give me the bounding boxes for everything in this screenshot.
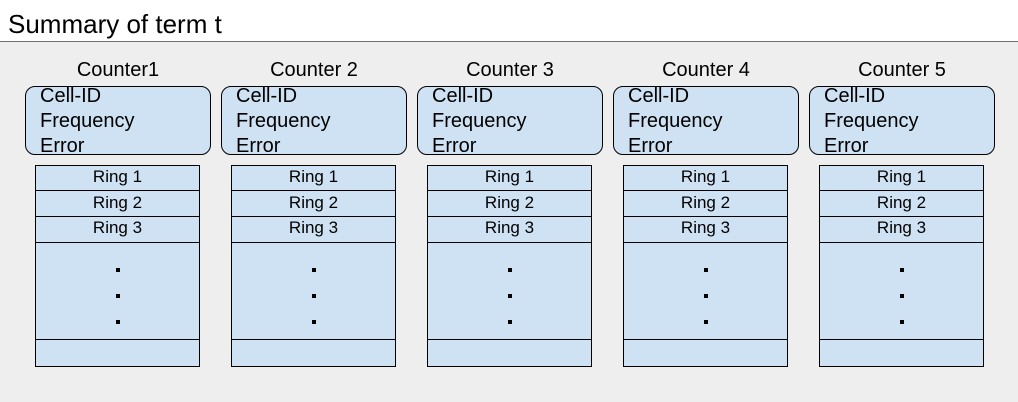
frequency-label: Frequency	[824, 110, 919, 132]
ring-row-3: Ring 3	[876, 218, 927, 237]
row-divider	[820, 190, 983, 191]
ellipsis-dot	[312, 268, 316, 272]
error-label: Error	[628, 135, 673, 157]
ring-row-1: Ring 1	[680, 167, 731, 186]
counter-label: Counter 2	[270, 59, 358, 81]
counter-info-box: Cell-ID Frequency Error	[25, 85, 211, 157]
row-divider	[624, 242, 787, 243]
frequency-label: Frequency	[236, 110, 331, 132]
counter-info-box: Cell-ID Frequency Error	[221, 85, 407, 157]
counter-1: Counter1 Cell-ID Frequency Error Ring 1 …	[25, 42, 211, 402]
frequency-label: Frequency	[40, 110, 135, 132]
ring-row-3: Ring 3	[680, 218, 731, 237]
row-divider	[232, 339, 395, 340]
cell-id-label: Cell-ID	[236, 85, 298, 107]
counter-label: Counter 3	[466, 59, 554, 81]
ring-row-1: Ring 1	[876, 167, 927, 186]
counter-info-box: Cell-ID Frequency Error	[417, 85, 603, 157]
ellipsis-dot	[900, 294, 904, 298]
counter-4: Counter 4 Cell-ID Frequency Error Ring 1…	[613, 42, 799, 402]
title-bar: Summary of term t	[0, 0, 1018, 42]
ring-table: Ring 1 Ring 2 Ring 3	[819, 165, 984, 367]
cell-id-label: Cell-ID	[824, 85, 886, 107]
counter-label: Counter 4	[662, 59, 750, 81]
error-label: Error	[236, 135, 281, 157]
counter-5: Counter 5 Cell-ID Frequency Error Ring 1…	[809, 42, 995, 402]
ellipsis-dot	[116, 268, 120, 272]
ellipsis-dot	[116, 320, 120, 324]
ring-row-2: Ring 2	[288, 193, 339, 212]
diagram-panel: Counter1 Cell-ID Frequency Error Ring 1 …	[0, 42, 1018, 402]
row-divider	[36, 242, 199, 243]
ring-row-2: Ring 2	[876, 193, 927, 212]
counter-label: Counter1	[76, 59, 160, 81]
counter-label: Counter 5	[858, 59, 946, 81]
row-divider	[820, 216, 983, 217]
ellipsis-dot	[116, 294, 120, 298]
row-divider	[428, 242, 591, 243]
frequency-label: Frequency	[628, 110, 723, 132]
ellipsis-dot	[508, 268, 512, 272]
cell-id-label: Cell-ID	[628, 85, 690, 107]
error-label: Error	[40, 135, 85, 157]
ring-row-3: Ring 3	[484, 218, 535, 237]
ellipsis-dot	[312, 320, 316, 324]
cell-id-label: Cell-ID	[40, 85, 102, 107]
row-divider	[232, 216, 395, 217]
ring-row-1: Ring 1	[288, 167, 339, 186]
ellipsis-dot	[508, 320, 512, 324]
row-divider	[428, 216, 591, 217]
frequency-label: Frequency	[432, 110, 527, 132]
ring-row-1: Ring 1	[92, 167, 143, 186]
ellipsis-dot	[704, 320, 708, 324]
counter-3: Counter 3 Cell-ID Frequency Error Ring 1…	[417, 42, 603, 402]
row-divider	[428, 190, 591, 191]
ellipsis-dot	[900, 320, 904, 324]
counter-info-box: Cell-ID Frequency Error	[809, 85, 995, 157]
ring-table: Ring 1 Ring 2 Ring 3	[35, 165, 200, 367]
row-divider	[36, 190, 199, 191]
ellipsis-dot	[900, 268, 904, 272]
counter-2: Counter 2 Cell-ID Frequency Error Ring 1…	[221, 42, 407, 402]
ring-table: Ring 1 Ring 2 Ring 3	[427, 165, 592, 367]
ring-row-2: Ring 2	[92, 193, 143, 212]
ring-row-2: Ring 2	[484, 193, 535, 212]
ring-table: Ring 1 Ring 2 Ring 3	[231, 165, 396, 367]
row-divider	[624, 190, 787, 191]
ring-row-2: Ring 2	[680, 193, 731, 212]
ellipsis-dot	[704, 268, 708, 272]
row-divider	[820, 242, 983, 243]
ring-row-3: Ring 3	[288, 218, 339, 237]
row-divider	[36, 339, 199, 340]
ring-row-1: Ring 1	[484, 167, 535, 186]
row-divider	[232, 242, 395, 243]
row-divider	[624, 339, 787, 340]
row-divider	[232, 190, 395, 191]
ellipsis-dot	[312, 294, 316, 298]
row-divider	[428, 339, 591, 340]
ring-table: Ring 1 Ring 2 Ring 3	[623, 165, 788, 367]
row-divider	[820, 339, 983, 340]
ellipsis-dot	[508, 294, 512, 298]
ring-row-3: Ring 3	[92, 218, 143, 237]
counter-info-box: Cell-ID Frequency Error	[613, 85, 799, 157]
page-title: Summary of term t	[8, 9, 222, 39]
ellipsis-dot	[704, 294, 708, 298]
error-label: Error	[824, 135, 869, 157]
row-divider	[624, 216, 787, 217]
row-divider	[36, 216, 199, 217]
cell-id-label: Cell-ID	[432, 85, 494, 107]
error-label: Error	[432, 135, 477, 157]
